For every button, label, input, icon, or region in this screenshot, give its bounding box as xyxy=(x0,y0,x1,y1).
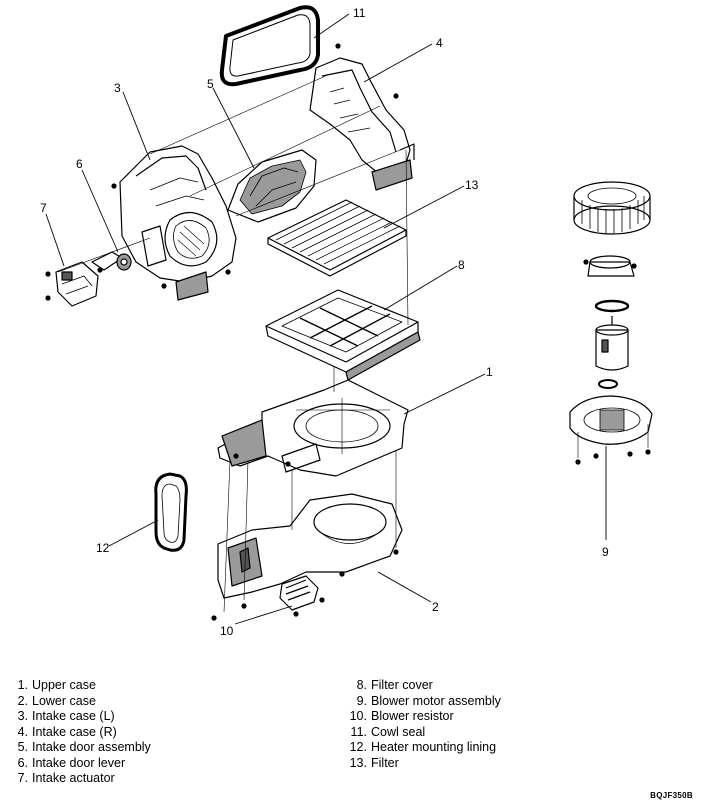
callout-13: 13 xyxy=(465,178,479,192)
legend-item-intake-actuator: 7.Intake actuator xyxy=(17,771,115,785)
legend-item-intake-case-left: 3.Intake case (L) xyxy=(17,709,115,723)
callout-3: 3 xyxy=(114,81,121,95)
callout-7: 7 xyxy=(40,201,47,215)
callout-6: 6 xyxy=(76,157,83,171)
callout-8: 8 xyxy=(458,258,465,272)
legend-item-filter: 13.Filter xyxy=(349,755,399,770)
legend-item-intake-door-assembly: 5.Intake door assembly xyxy=(17,740,151,754)
legend-item-blower-resistor: 10.Blower resistor xyxy=(349,709,454,723)
exploded-view-diagram: 11 4 3 5 6 7 13 8 1 2 10 12 9 xyxy=(40,5,653,638)
intake-case-left xyxy=(111,145,237,301)
legend-item-lower-case: 2.Lower case xyxy=(17,693,96,708)
intake-case-right xyxy=(309,43,415,191)
leader-lines xyxy=(45,13,607,625)
legend-item-intake-door-lever: 6.Intake door lever xyxy=(17,755,126,770)
legend-item-heater-mounting-lining: 12.Heater mounting lining xyxy=(349,740,497,754)
intake-door-assembly xyxy=(227,149,317,223)
callout-2: 2 xyxy=(432,600,439,614)
callout-12: 12 xyxy=(96,541,110,555)
heater-mounting-lining xyxy=(154,472,188,552)
legend-item-upper-case: 1.Upper case xyxy=(17,678,96,692)
legend-item-blower-motor-assembly: 9.Blower motor assembly xyxy=(356,693,501,708)
intake-actuator xyxy=(45,261,103,307)
legend-item-cowl-seal: 11.Cowl seal xyxy=(350,724,426,739)
lower-case xyxy=(211,493,403,621)
callout-5: 5 xyxy=(207,77,214,91)
callout-1: 1 xyxy=(486,365,493,379)
upper-case xyxy=(217,379,409,477)
intake-door-lever xyxy=(91,251,132,271)
assembly-guide-lines xyxy=(57,73,411,273)
blower-motor-assembly xyxy=(569,181,653,465)
legend-item-intake-case-right: 4.Intake case (R) xyxy=(17,724,117,739)
callout-4: 4 xyxy=(436,36,443,50)
filter xyxy=(267,199,407,277)
callout-9: 9 xyxy=(602,545,609,559)
legend-item-filter-cover: 8.Filter cover xyxy=(356,678,433,692)
legend-left-column: 1.Upper case 2.Lower case 3.Intake case … xyxy=(10,678,151,787)
callout-10: 10 xyxy=(220,624,234,638)
callout-11: 11 xyxy=(353,6,366,20)
cowl-seal xyxy=(219,5,320,87)
blower-resistor xyxy=(279,575,325,617)
figure-code: BQJF350B xyxy=(650,791,693,800)
legend-right-column: 8.Filter cover 9.Blower motor assembly 1… xyxy=(349,678,501,771)
filter-cover xyxy=(265,289,421,381)
